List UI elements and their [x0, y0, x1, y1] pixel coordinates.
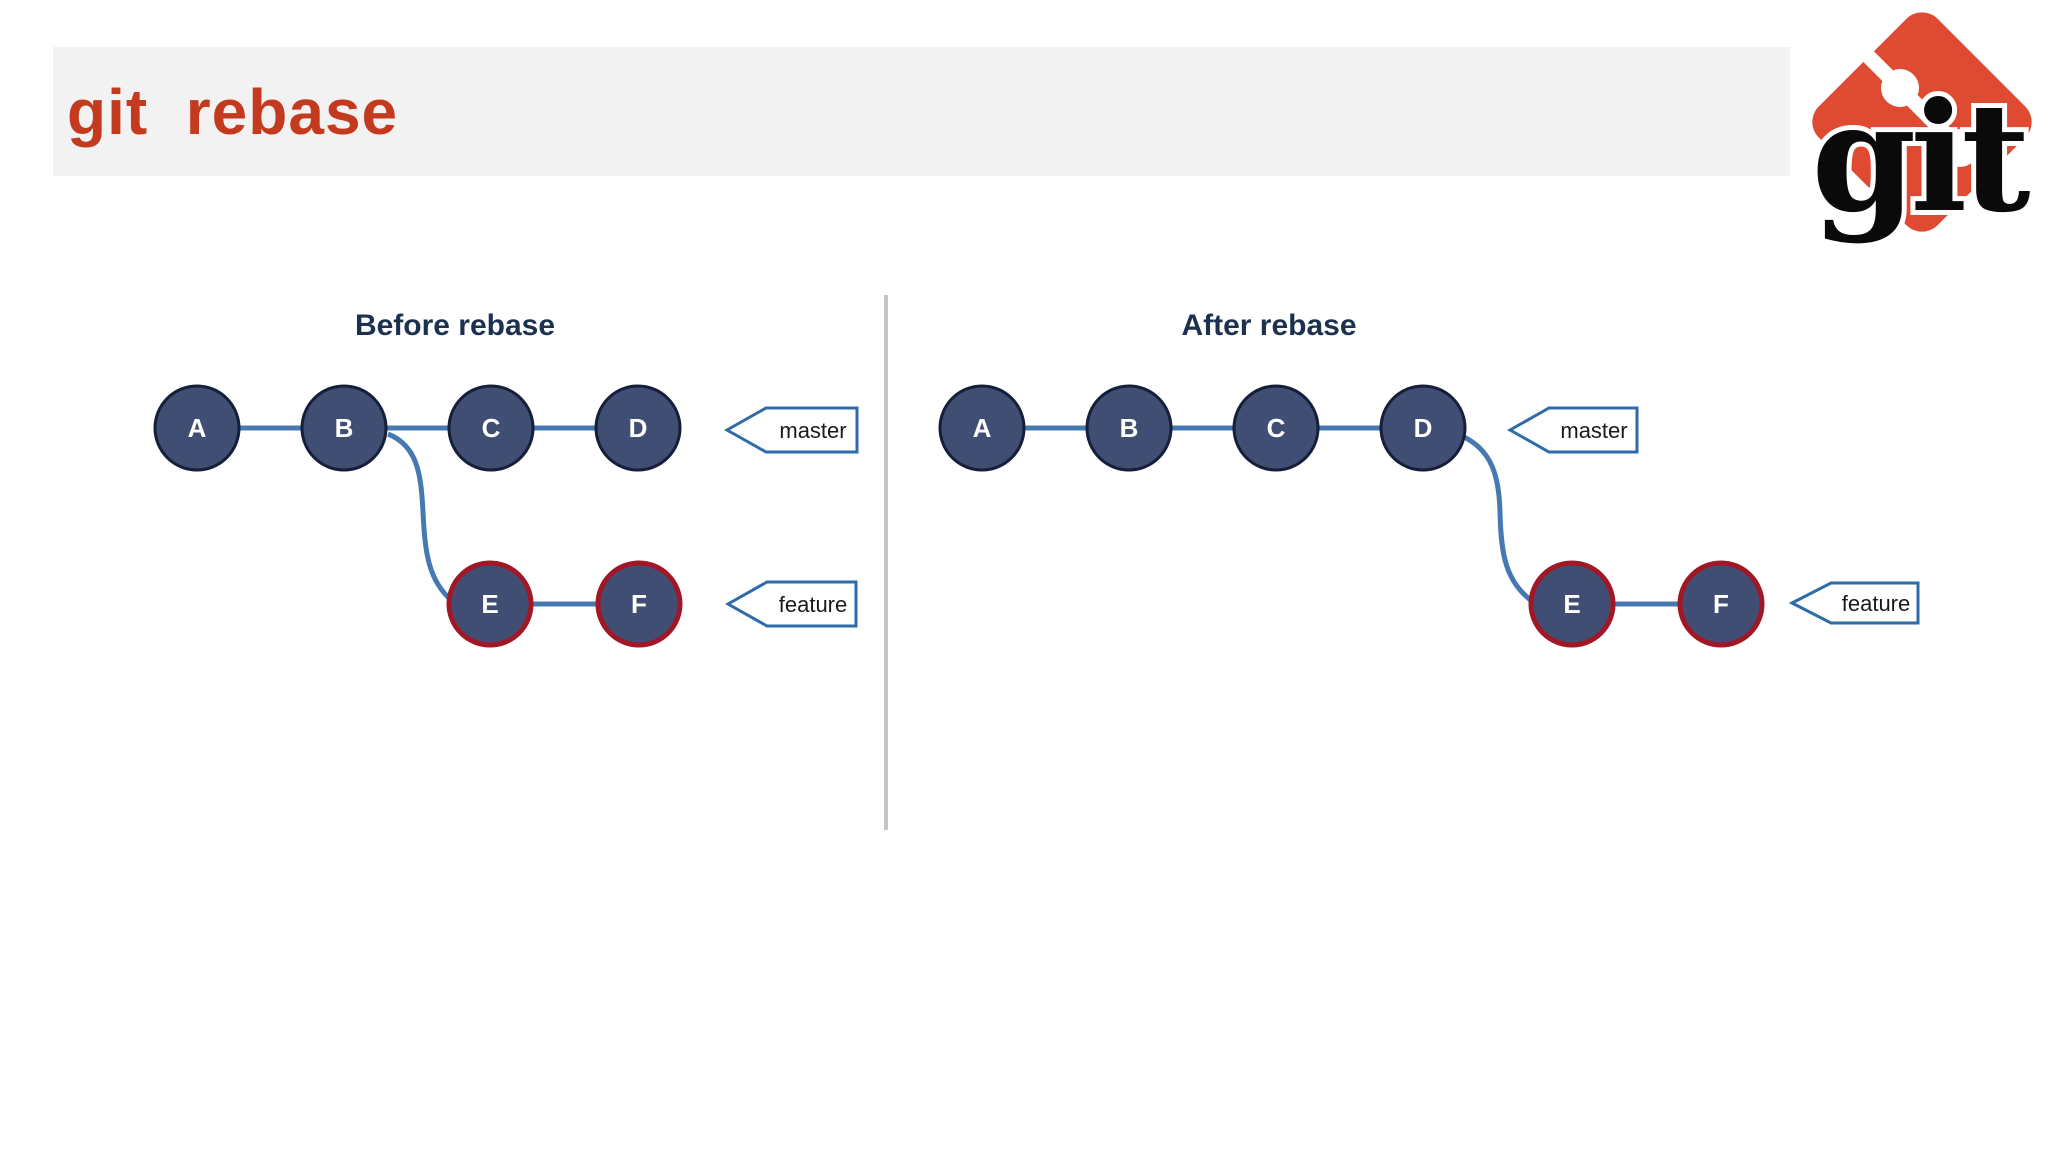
after-panel: After rebase A B C D [938, 309, 1920, 648]
git-branch-icon [1850, 38, 1979, 167]
commit-node: D [1379, 384, 1467, 472]
commit-label: A [973, 413, 992, 443]
commit-node: C [447, 384, 535, 472]
feature-commit-node: E [446, 560, 534, 648]
commit-label: D [1414, 413, 1433, 443]
feature-commit-node: E [1528, 560, 1616, 648]
commit-node: C [1232, 384, 1320, 472]
commit-label: B [1120, 413, 1139, 443]
commit-node: A [153, 384, 241, 472]
slide-title: git rebase [67, 75, 399, 148]
master-tag-label: master [779, 418, 846, 443]
feature-tag-label: feature [1842, 591, 1911, 616]
commit-label: C [1267, 413, 1286, 443]
before-panel-title: Before rebase [355, 309, 555, 342]
git-wordmark: git [1811, 70, 2030, 246]
master-tag-label: master [1560, 418, 1627, 443]
master-branch-tag: master [1506, 406, 1639, 454]
feature-tag-label: feature [779, 592, 848, 617]
commit-node: A [938, 384, 1026, 472]
before-branch-curve [386, 431, 454, 603]
after-branch-curve [1460, 433, 1535, 605]
feature-branch-tag: feature [1788, 581, 1920, 625]
feature-branch-tag: feature [724, 580, 858, 628]
feature-commit-node: F [1677, 560, 1765, 648]
commit-label: F [631, 589, 647, 619]
feature-commit-node: F [595, 560, 683, 648]
commit-node: B [300, 384, 388, 472]
commit-label: A [188, 413, 207, 443]
title-band: git rebase [53, 47, 1800, 176]
after-panel-title: After rebase [1181, 309, 1356, 342]
before-panel: Before rebase A B C D [153, 309, 859, 648]
git-logo-graphic: git [1806, 12, 2041, 251]
git-logo: git [1790, 0, 2048, 270]
commit-node: D [594, 384, 682, 472]
commit-label: D [629, 413, 648, 443]
commit-label: E [1563, 589, 1580, 619]
master-branch-tag: master [723, 406, 859, 454]
commit-label: B [335, 413, 354, 443]
commit-node: B [1085, 384, 1173, 472]
commit-label: C [482, 413, 501, 443]
commit-label: F [1713, 589, 1729, 619]
git-diamond-icon [1812, 12, 2032, 232]
commit-label: E [481, 589, 498, 619]
